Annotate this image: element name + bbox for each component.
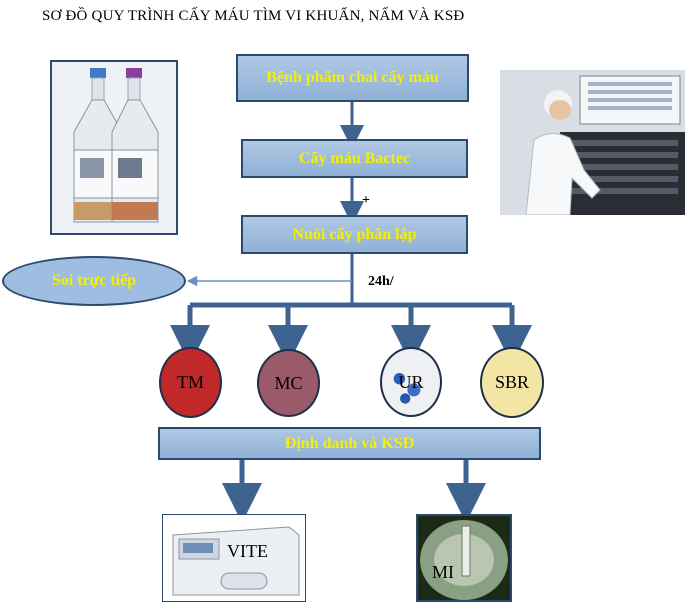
step-specimen-box: Bệnh phẩm chai cấy máu	[236, 54, 469, 102]
time-label: 24h/	[368, 274, 394, 289]
plate-sbr: SBR	[480, 347, 544, 418]
step-bactec-box: Cấy máu Bactec	[241, 139, 468, 178]
plate-mc-label: MC	[274, 372, 303, 393]
plate-sbr-label: SBR	[494, 372, 530, 392]
positive-label: +	[362, 193, 370, 208]
plate-ur-label: UR	[398, 371, 424, 392]
mic-label: MI	[432, 562, 454, 582]
direct-smear-ellipse: Soi trực tiếp	[2, 256, 186, 306]
plate-tm-label: TM	[177, 372, 204, 392]
page-title: SƠ ĐỒ QUY TRÌNH CẤY MÁU TÌM VI KHUẨN, NẤ…	[42, 8, 465, 24]
lab-technician-image	[500, 70, 685, 215]
plate-ur: UR	[380, 347, 442, 417]
step-subculture-box: Nuôi cấy phân lập	[241, 215, 468, 254]
vitek-label: VITE	[227, 541, 268, 561]
blood-culture-bottles-image	[50, 60, 178, 235]
plate-mc: MC	[257, 349, 320, 417]
step-identify-box: Định danh và KSĐ	[158, 427, 541, 460]
plate-tm: TM	[159, 347, 222, 418]
vitek-instrument-image: VITE	[162, 514, 306, 602]
mic-test-image: MI	[416, 514, 512, 602]
